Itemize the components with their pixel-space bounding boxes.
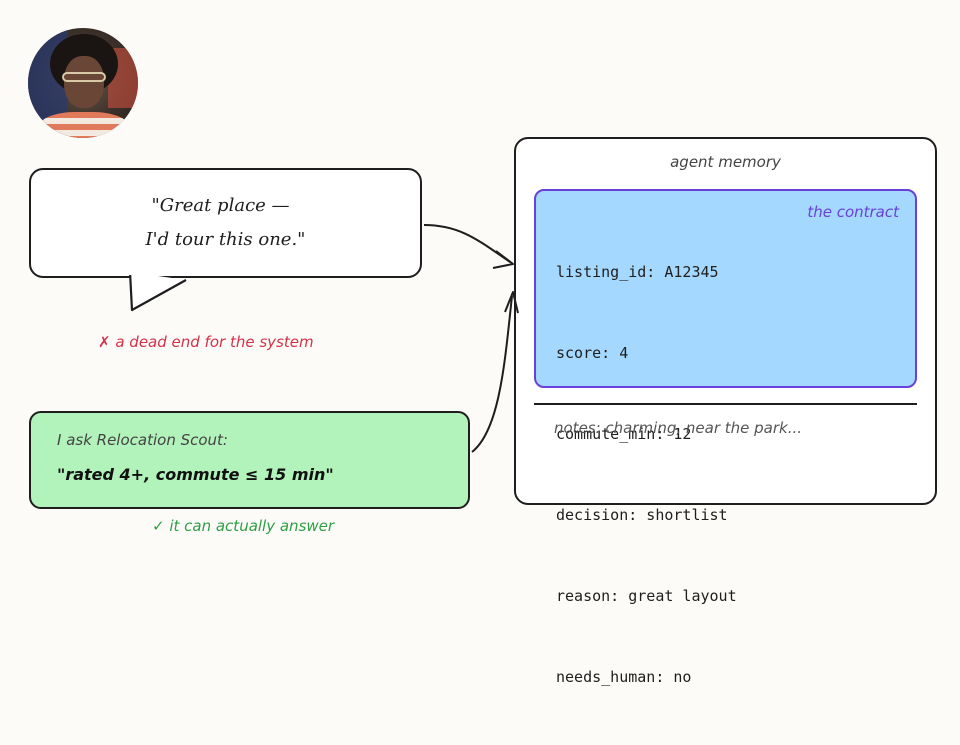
speech-bubble: "Great place — I'd tour this one." (29, 168, 422, 278)
query-box: I ask Relocation Scout: "rated 4+, commu… (29, 411, 470, 509)
connector-arrows (423, 224, 519, 453)
agent-memory-panel: agent memory the contract listing_id: A1… (514, 137, 937, 686)
arrow-query-to-memory (471, 295, 513, 453)
memory-title: agent memory (670, 153, 781, 171)
query-label: I ask Relocation Scout: (57, 431, 228, 449)
arrow-speech-to-memory (423, 224, 511, 263)
arrow-query-head (504, 291, 519, 314)
contract-label: the contract (807, 203, 899, 221)
presenter-avatar (28, 28, 138, 138)
arrow-speech-head (492, 250, 514, 269)
speech-bubble-tail (128, 272, 190, 312)
memory-divider (534, 403, 917, 405)
field-listing-id: listing_id: A12345 (556, 263, 719, 281)
field-score: score: 4 (556, 344, 629, 362)
field-decision: decision: shortlist (556, 506, 728, 524)
field-needs-human: needs_human: no (556, 668, 692, 686)
query-text: "rated 4+, commute ≤ 15 min" (57, 465, 334, 484)
dead-end-note: ✗ a dead end for the system (98, 333, 314, 351)
field-commute-min: commute_min: 12 (556, 425, 692, 443)
memory-notes: notes: charming, near the park... (554, 419, 803, 437)
answer-note: ✓ it can actually answer (152, 517, 335, 535)
speech-line-1: "Great place — (151, 195, 290, 216)
field-reason: reason: great layout (556, 587, 737, 605)
speech-line-2: I'd tour this one." (145, 229, 306, 250)
